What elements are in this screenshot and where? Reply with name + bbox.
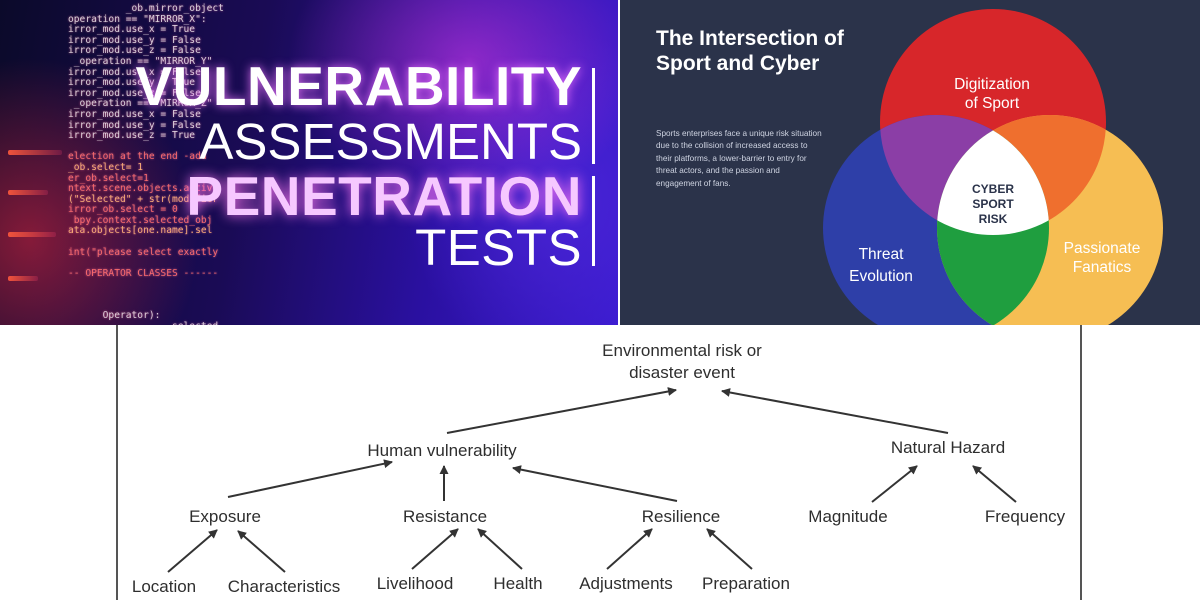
frame-left-border [116,325,118,600]
arrow-hazard-to-root [721,388,949,434]
code-line: Operator): [68,310,161,322]
tree-arrows [167,387,1017,573]
banner-title-assessments: ASSESSMENTS [199,113,582,170]
node-magnitude: Magnitude [808,507,888,526]
venn-diagram: Digitization of Sport Threat Evolution P… [823,9,1163,325]
node-exposure: Exposure [189,507,261,526]
code-line: bpy.context.selected_obj [68,214,213,226]
code-line: ata.objects[one.name].sel [68,225,213,237]
code-line: int("please select exactly [68,246,219,258]
code-line: selected [68,321,224,325]
arrow-adjustments-to-resilience [606,528,653,570]
node-root-line1: Environmental risk or [602,341,762,360]
node-human-vulnerability: Human vulnerability [367,441,517,460]
cyber-description: Sports enterprises face a unique risk si… [656,129,822,188]
banner-title-vulnerability: VULNERABILITY [135,55,582,117]
code-line: irror_mod.use_x = True [68,24,196,36]
banner-title-tests: TESTS [415,219,582,276]
frame-right-border [1080,325,1082,600]
label-fanatics-2: Fanatics [1073,259,1132,276]
node-frequency: Frequency [984,507,1066,526]
arrow-livelihood-to-resistance [411,528,459,570]
code-line: _operation == "MIRROR_Y" [68,55,213,67]
code-line: _ob.select= 1 [68,161,144,173]
node-health: Health [493,574,543,593]
arrow-human-to-root [446,387,677,434]
node-livelihood: Livelihood [376,574,454,593]
led-bar [8,232,56,237]
banner-title-penetration: PENETRATION [186,165,582,227]
node-characteristics: Characteristics [227,577,341,596]
node-natural-hazard: Natural Hazard [890,438,1006,457]
node-adjustments: Adjustments [579,574,673,593]
cyber-sport-panel: The Intersection of Sport and Cyber Spor… [620,0,1200,325]
label-digitization-1: Digitization [954,76,1030,93]
code-line: er_ob.select=1 [68,172,149,184]
label-threat-1: Threat [859,246,904,263]
code-line: -- OPERATOR CLASSES ------ [68,267,219,279]
code-line: irror_mod.use_z = True [68,130,196,142]
code-line [68,290,224,301]
arrow-preparation-to-resilience [706,528,753,570]
node-resilience: Resilience [641,507,721,526]
label-threat-2: Evolution [849,268,913,285]
cyber-title: The Intersection of Sport and Cyber [656,27,844,75]
risk-tree-diagram: Environmental risk or disaster event Hum… [0,325,1200,600]
led-bar [8,276,38,281]
code-line: irror_mod.use_y = False [68,34,201,46]
arrow-location-to-exposure [167,529,218,573]
divider-bar [592,68,595,164]
code-line: irror_mod.use_z = False [68,87,201,99]
venn-center [937,115,1049,235]
code-line: irror_mod.use_x = False [68,66,201,78]
arrow-magnitude-to-hazard [871,465,918,503]
arrow-resilience-to-human [512,465,678,502]
code-line: ("Selected" + str(modifier [68,193,219,205]
code-line: operation == "MIRROR_X": [68,13,207,25]
arrow-frequency-to-hazard [972,465,1017,503]
led-bar [8,150,62,155]
center-label-cyber: CYBER [972,182,1014,196]
node-location: Location [131,577,197,596]
arrow-health-to-resistance [477,528,523,570]
node-preparation: Preparation [702,574,790,593]
code-line: irror_mod.use_y = True [68,77,196,89]
code-line: irror_ob.select = 0 [68,204,178,216]
node-root-line2: disaster event [629,363,735,382]
code-line: irror_mod.use_z = False [68,45,201,57]
arrow-exposure-to-human [227,459,393,498]
label-digitization-2: of Sport [965,95,1020,112]
code-line: ntext.scene.objects.active [68,183,219,195]
label-fanatics-1: Passionate [1064,240,1141,257]
code-line: _ob.mirror_object [68,3,224,14]
led-bar [8,190,48,195]
center-label-risk: RISK [979,212,1008,226]
code-line: election at the end -add [68,151,207,163]
code-line: irror_mod.use_x = False [68,108,201,120]
code-line: _operation == "MIRROR_Z" [68,98,213,110]
arrow-characteristics-to-exposure [237,530,286,573]
node-resistance: Resistance [402,507,488,526]
code-line: irror_mod.use_y = False [68,119,201,131]
divider-bar [592,176,595,266]
code-line [68,279,224,290]
center-label-sport: SPORT [972,197,1014,211]
